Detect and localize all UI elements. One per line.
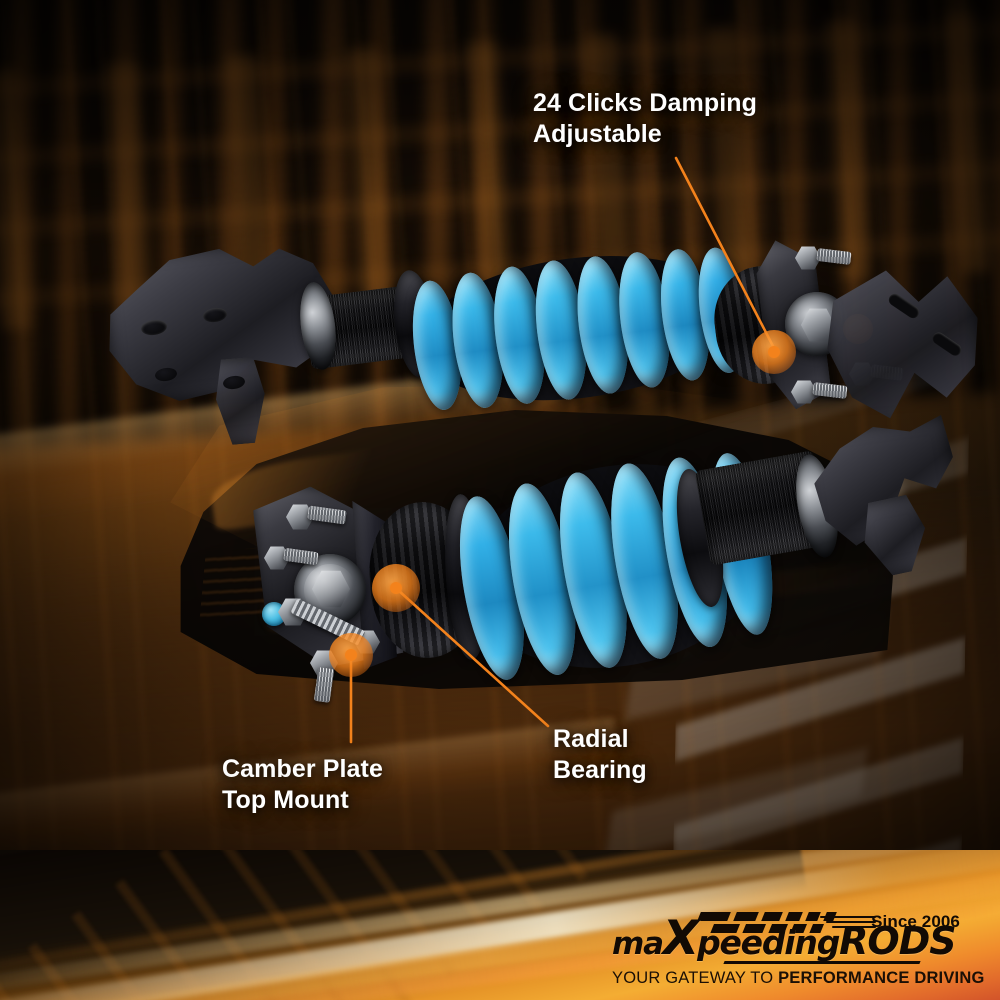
tagline-light-part: YOUR GATEWAY TO [612,969,779,987]
callout-label-damping: 24 Clicks Damping Adjustable [533,89,758,148]
logo-peeding: peeding [697,923,840,962]
logo-underline [723,961,921,964]
mount-stud-upper-1 [816,247,852,266]
tagline-bold-part: PERFORMANCE DRIVING [778,969,985,987]
brand-logo: Since 2006 maXpeedingRODS YOUR GATEWAY T… [612,896,984,990]
logo-since-label: Since 2006 [871,912,960,931]
logo-ma: ma [612,926,664,962]
speed-lines-icon [820,916,876,930]
callout-label-camber-plate: Camber Plate Top Mount [222,755,383,814]
camber-plate-stud-3 [313,667,335,703]
coil-spring-upper [406,238,752,417]
logo-rods: RODS [839,919,956,963]
center-nut-lower [312,570,350,608]
logo-wordmark: maXpeedingRODS [612,911,957,966]
marker-core-camber-plate [345,649,357,661]
marker-core-radial-bearing [390,582,402,594]
footer-banner: Since 2006 maXpeedingRODS YOUR GATEWAY T… [0,850,1000,1000]
callout-label-radial-bearing: Radial Bearing [553,725,647,784]
mount-nut-upper-2 [791,380,817,404]
coilover-assembly-lower [250,418,930,708]
coilover-assembly-upper [95,228,885,458]
mount-nut-upper-1 [795,246,821,270]
marker-core-damping [768,346,780,358]
logo-tagline: YOUR GATEWAY TO PERFORMANCE DRIVING [612,969,984,988]
logo-x: X [662,911,699,966]
